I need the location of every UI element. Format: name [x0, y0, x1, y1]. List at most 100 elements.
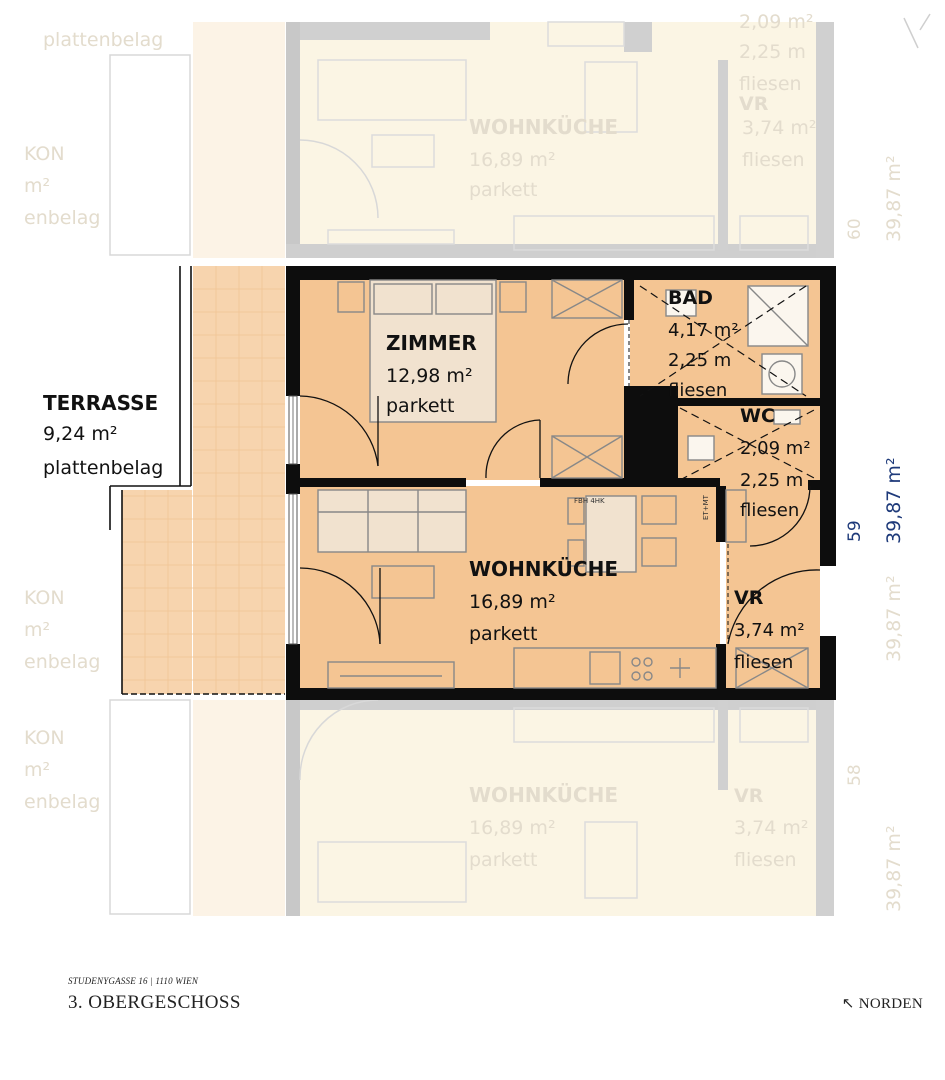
ghost-left-m2-2: m²: [24, 619, 50, 641]
wall-left-3: [286, 644, 300, 700]
wc-toilet: [687, 435, 715, 461]
ghost-top-vr-name: VR: [739, 93, 769, 115]
nightstand-right: [499, 281, 527, 313]
ghost-top-wc-area: 2,09 m²: [739, 11, 813, 33]
neighbour-left: KON m² enbelag KON m² enbelag KON m² enb…: [24, 143, 905, 813]
chair-2: [567, 539, 585, 567]
terrasse-name: TERRASSE: [43, 391, 158, 415]
ghost-top-wc-floor: fliesen: [739, 73, 802, 95]
ghost-bottom-vr-floor: fliesen: [734, 849, 797, 871]
ghost-top-kitchen: [513, 215, 715, 251]
ghost-top-vr-area: 3,74 m²: [742, 117, 816, 139]
ghost-bottom-floor: [300, 700, 820, 916]
wall-bad-wc: [624, 398, 820, 406]
walls: [286, 266, 836, 700]
ghost-bottom-door-arc: [299, 699, 379, 781]
vr-cabinet: [725, 489, 747, 543]
ghost-top-terrace: [193, 22, 285, 258]
north-label: NORDEN: [858, 996, 923, 1012]
compass-mark: [903, 13, 931, 49]
fbh-label: FBH 4HK: [574, 497, 605, 505]
wardrobe: [551, 279, 623, 319]
footer-floor-title: 3. OBERGESCHOSS: [68, 992, 241, 1013]
ghost-bottom-vr-name: VR: [734, 785, 764, 807]
ghost-bottom-sofa: [317, 841, 467, 903]
washing-machine: [761, 353, 803, 395]
ghost-bottom-railing: [109, 699, 191, 915]
wc-name: WC: [740, 405, 775, 427]
ghost-top-table: [371, 134, 435, 168]
ghost-top-shaft: [547, 21, 625, 47]
ghost-bottom-wk-name: WOHNKÜCHE: [469, 783, 618, 807]
etmt-label: ET+MT: [702, 494, 710, 520]
ghost-bottom-kitchen: [513, 707, 715, 743]
door-arc-bad: [567, 323, 629, 385]
wall-right-2: [820, 636, 836, 700]
door-arc-wc: [749, 485, 811, 547]
ghost-top-wk-floor: parkett: [469, 179, 537, 201]
bed-pillow-left: [373, 283, 433, 315]
vr-floor: [726, 486, 820, 688]
wall-top: [286, 266, 836, 280]
wall-right-1: [820, 266, 836, 566]
total-area: 39,87 m²: [883, 457, 905, 544]
terrasse-floor-type: plattenbelag: [43, 457, 163, 479]
zimmer-area: 12,98 m²: [386, 365, 473, 387]
top-number: 59: [845, 520, 865, 542]
wall-left-1: [286, 266, 300, 396]
vr-area: 3,74 m²: [734, 620, 805, 641]
terrace-floor-extension: [122, 490, 192, 694]
wohnkueche-area: 16,89 m²: [469, 591, 556, 613]
ghost-bottom-number: 58: [845, 764, 865, 786]
ghost-top-wall-left: [286, 22, 300, 258]
wc-height: 2,25 m: [740, 470, 803, 491]
kitchen-counter: [513, 647, 717, 689]
ghost-top-sideboard: [327, 229, 455, 245]
sofa: [317, 489, 467, 553]
ghost-bottom-vr-area: 3,74 m²: [734, 817, 808, 839]
ghost-bottom-wk-floor: parkett: [469, 849, 537, 871]
ghost-top-total-area: 39,87 m²: [883, 155, 905, 242]
chair-3: [641, 495, 677, 525]
sideboard: [327, 661, 455, 689]
sanitary: [665, 285, 809, 689]
door-arc-wohnkueche-window: [299, 567, 381, 645]
dining-table: [585, 495, 637, 573]
neighbour-unit-top: WOHNKÜCHE 16,89 m² parkett 2,09 m² 2,25 …: [43, 11, 905, 258]
ghost-left-kon-3: KON: [24, 727, 65, 749]
ghost-bottom-total-area: 39,87 m²: [883, 825, 905, 912]
north-arrow-icon: ↖: [841, 996, 855, 1012]
bed: [369, 279, 497, 423]
terrasse-area: 9,24 m²: [43, 423, 117, 445]
footer-north: ↖ NORDEN: [842, 994, 923, 1013]
wc-area: 2,09 m²: [740, 438, 811, 459]
ghost-bottom-wk-area: 16,89 m²: [469, 817, 556, 839]
ghost-bottom-terrace: [193, 700, 285, 916]
door-arc-entrance: [727, 569, 821, 645]
shaft-zimmer: [551, 435, 623, 479]
main-unit: FBH 4HK ET+MT ZIMMER 12,98 m² parkett BA…: [43, 266, 905, 700]
coffee-table: [371, 565, 435, 599]
ghost-top-railing: [109, 54, 191, 256]
door-arc-zimmer-window: [299, 395, 379, 467]
ghost-top-wc-height: 2,25 m: [739, 41, 806, 63]
wc-sink: [773, 409, 801, 425]
bad-name: BAD: [668, 287, 713, 309]
ghost-top-number: 60: [845, 218, 865, 240]
wall-bottom: [286, 688, 836, 700]
kitchen-sink: [589, 651, 621, 685]
ghost-left-belag-1: enbelag: [24, 207, 100, 229]
ghost-top-wardrobe: [739, 215, 809, 251]
wall-vr-1: [716, 486, 726, 542]
ghost-right-area: 39,87 m²: [883, 575, 905, 662]
floor-plan: WOHNKÜCHE 16,89 m² parkett 2,09 m² 2,25 …: [24, 11, 931, 916]
ghost-top-wall-right: [816, 22, 834, 258]
ghost-left-kon-1: KON: [24, 143, 65, 165]
ghost-bottom-wall-vr: [718, 700, 728, 790]
bed-pillow-right: [435, 283, 493, 315]
ghost-top-vr-floor: fliesen: [742, 149, 805, 171]
bad-wc-hatching: [639, 285, 819, 481]
ghost-top-door-arc: [299, 139, 379, 219]
vr-floor-type: fliesen: [734, 652, 793, 673]
wohnkueche-name: WOHNKÜCHE: [469, 557, 618, 581]
